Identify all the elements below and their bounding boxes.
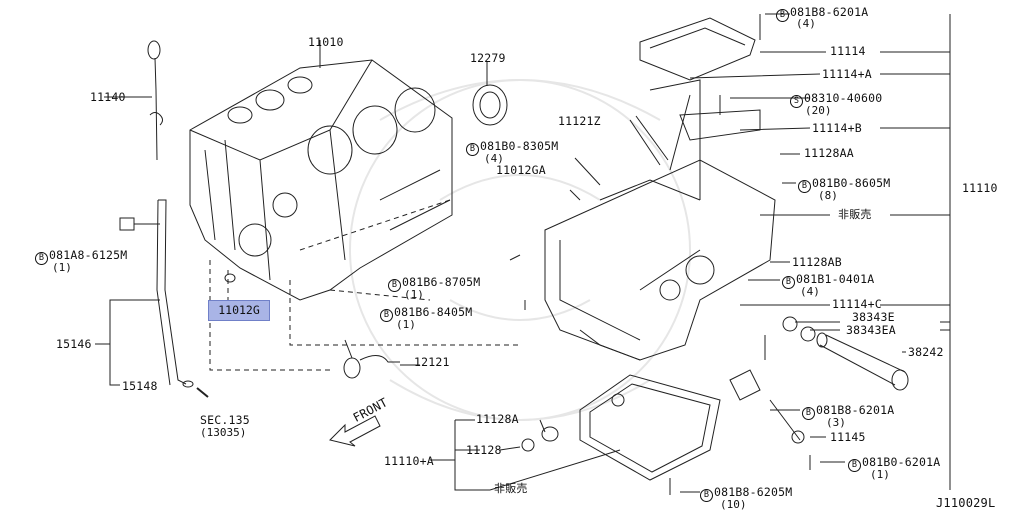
part-label-11012GA[interactable]: 11012GA <box>496 163 546 177</box>
qty-081B8-6201A-top: (4) <box>796 17 816 30</box>
part-label-11140[interactable]: 11140 <box>90 90 126 104</box>
part-label-11114C[interactable]: 11114+C <box>832 297 882 311</box>
part-label-11110A[interactable]: 11110+A <box>384 454 434 468</box>
part-label-11114A[interactable]: 11114+A <box>822 67 872 81</box>
part-label-11128A[interactable]: 11128A <box>476 412 519 426</box>
part-label-38343EA[interactable]: 38343EA <box>846 323 896 337</box>
part-label-15148[interactable]: 15148 <box>122 379 158 393</box>
part-label-12121[interactable]: 12121 <box>414 355 450 369</box>
oil-pipe <box>629 115 669 166</box>
qty-081B6-8405M: (1) <box>396 318 416 331</box>
baffle-plate <box>639 14 761 200</box>
qty-081B8-6205M: (10) <box>720 498 747 511</box>
part-label-38343E[interactable]: 38343E <box>852 310 895 324</box>
qty-081A8: (1) <box>52 261 72 274</box>
part-label-38242[interactable]: 38242 <box>908 345 944 359</box>
qty-08310-40600: (20) <box>805 104 832 117</box>
rear-oil-seal <box>472 62 508 126</box>
part-label-12279[interactable]: 12279 <box>470 51 506 65</box>
drain-plug <box>521 426 559 452</box>
not-for-sale-label-2: 非販売 <box>494 482 528 495</box>
cylinder-block <box>189 40 453 301</box>
qty-081B0-6201A: (1) <box>870 468 890 481</box>
not-for-sale-label-1: 非販売 <box>838 208 872 221</box>
dipstick-guide <box>95 199 209 398</box>
bolt-icon: B <box>388 279 401 292</box>
watermark <box>349 79 691 421</box>
bracket <box>729 369 761 401</box>
bolt-icon: B <box>380 309 393 322</box>
qty-081B0-8605M: (8) <box>818 189 838 202</box>
part-label-11128[interactable]: 11128 <box>466 443 502 457</box>
front-arrow <box>329 415 381 447</box>
tube-assembly <box>782 316 909 391</box>
part-label-11128AA[interactable]: 11128AA <box>804 146 854 160</box>
oil-dipstick <box>104 40 163 161</box>
part-label-11121Z[interactable]: 11121Z <box>558 114 601 128</box>
upper-oil-pan <box>544 159 776 361</box>
bolt-icon: B <box>466 143 479 156</box>
qty-081B8-6201A-mid: (3) <box>826 416 846 429</box>
section-ref[interactable]: SEC.135 <box>200 413 250 427</box>
bolt-icon: B <box>776 9 789 22</box>
lower-oil-pan <box>579 374 721 495</box>
part-label-11114[interactable]: 11114 <box>830 44 866 58</box>
qty-081B1-0401A: (4) <box>800 285 820 298</box>
qty-081B6-8705M: (1) <box>404 288 424 301</box>
qty-081B0-8305M: (4) <box>484 152 504 165</box>
screw-icon: S <box>790 95 803 108</box>
bolt-icon: B <box>700 489 713 502</box>
part-label-11114B[interactable]: 11114+B <box>812 121 862 135</box>
knock-sensor <box>343 339 400 379</box>
bolt-icon: B <box>798 180 811 193</box>
part-label-15146[interactable]: 15146 <box>56 337 92 351</box>
part-label-11128AB[interactable]: 11128AB <box>792 255 842 269</box>
part-label-11010[interactable]: 11010 <box>308 35 344 49</box>
diagram-id: J110029L <box>936 496 996 510</box>
leader-lines <box>400 13 951 493</box>
bolt-icon: B <box>802 407 815 420</box>
bolt-icon: B <box>848 459 861 472</box>
part-label-11110[interactable]: 11110 <box>962 181 998 195</box>
highlighted-part-11012G[interactable]: 11012G <box>208 300 270 321</box>
part-label-11145[interactable]: 11145 <box>830 430 866 444</box>
bolt-icon: B <box>35 252 48 265</box>
section-ref-sub: (13035) <box>200 426 247 439</box>
bolt-icon: B <box>782 276 795 289</box>
